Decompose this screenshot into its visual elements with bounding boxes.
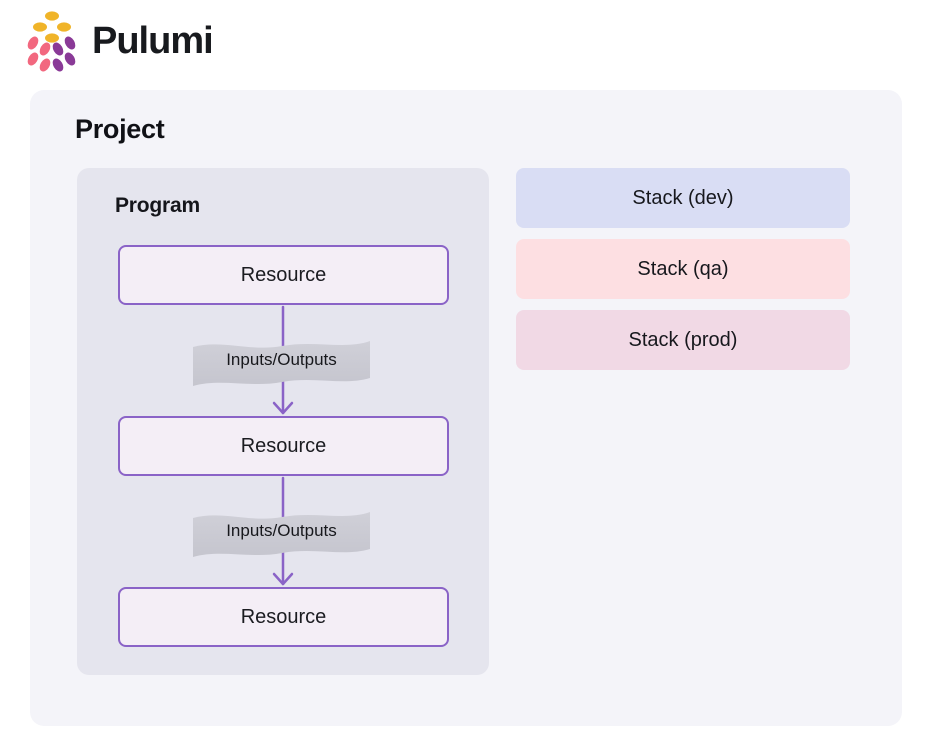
resource-node: Resource xyxy=(118,416,449,476)
stack-node-prod: Stack (prod) xyxy=(516,310,850,370)
pulumi-logo-icon xyxy=(27,11,76,72)
program-title: Program xyxy=(115,194,200,217)
connector-label: Inputs/Outputs xyxy=(226,350,337,369)
resource-node: Resource xyxy=(118,587,449,647)
resource-node: Resource xyxy=(118,245,449,305)
connector-label: Inputs/Outputs xyxy=(226,521,337,540)
brand-wordmark: Pulumi xyxy=(92,20,214,62)
stack-node-dev: Stack (dev) xyxy=(516,168,850,228)
program-panel: Program xyxy=(77,168,489,675)
stack-node-qa: Stack (qa) xyxy=(516,239,850,299)
project-panel: Project Program xyxy=(30,90,902,726)
project-title: Project xyxy=(75,114,165,144)
header: Pulumi xyxy=(0,0,928,88)
